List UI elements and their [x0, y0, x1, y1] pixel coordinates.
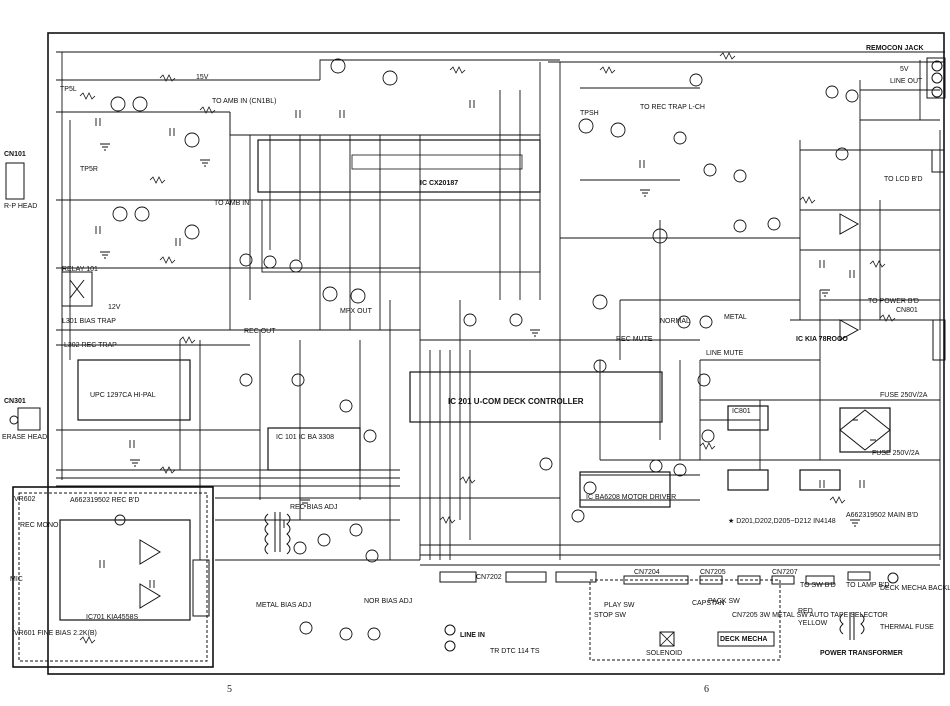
vertical-lines [61, 52, 941, 560]
rp-head-label: R-P HEAD [4, 203, 38, 210]
to-rec-trap-label: TO REC TRAP L-CH [640, 104, 705, 111]
ic201-label: IC 201 U-COM DECK CONTROLLER [448, 397, 584, 406]
mic-label: MIC [10, 576, 23, 583]
relay101-label: RELAY 101 [62, 266, 98, 273]
grounds [100, 143, 860, 527]
l302-label: L302 REC TRAP [64, 342, 117, 349]
cn7202-label: CN7202 [476, 574, 502, 581]
erase-head-label: ERASE HEAD [2, 434, 48, 441]
line-mute-label: LINE MUTE [706, 350, 744, 357]
deck-mecha-label: DECK MECHA [720, 636, 768, 643]
deck-mecha-outline [589, 579, 781, 661]
vr601-label: VR601 FINE BIAS 2.2K(B) [14, 630, 97, 637]
ic-cx20187-label: IC CX20187 [420, 180, 459, 187]
metal-label: METAL [724, 314, 747, 321]
normal-label: NORMAL [660, 318, 690, 325]
rec-mute-label: REC MUTE [616, 336, 653, 343]
connector-cn301-label: CN301 [4, 398, 26, 405]
auto-tape-selector-label: CN7205 3W METAL SW AUTO TAPE SELECTOR [732, 612, 888, 619]
magnetics [61, 271, 865, 640]
line-out-label: LINE OUT [890, 78, 923, 85]
rec-bias-adj-label: REC BIAS ADJ [290, 504, 338, 511]
tp5l-label: TP5L [60, 86, 77, 93]
to-amb-in-r-label: TO AMB IN [214, 200, 250, 207]
bridge-rectifier [839, 409, 891, 451]
ic101-label: IC 101 IC BA 3308 [276, 434, 334, 441]
tr-dtc-label: TR DTC 114 TS [490, 648, 540, 655]
nor-bias-adj-label: NOR BIAS ADJ [364, 598, 413, 605]
fuse2-label: FUSE 250V/2A [872, 450, 920, 457]
main-bd-label: A662319502 MAIN B'D [846, 512, 919, 519]
yellow-wire-label: YELLOW [798, 620, 828, 627]
resistors [79, 52, 896, 644]
to-amb-in-l-label: TO AMB IN (CN1BL) [212, 98, 277, 105]
bus-lines [56, 51, 945, 566]
page-number-right: 6 [704, 684, 709, 695]
motor-driver-label: IC BA6208 MOTOR DRIVER [586, 494, 677, 501]
line-in-label: LINE IN [460, 632, 485, 639]
op-amps [139, 213, 860, 609]
ic-blocks [59, 139, 891, 621]
to-lcd-label: TO LCD B'D [884, 176, 923, 183]
remocon-jack-label: REMOCON JACK [866, 45, 924, 52]
page-number-left: 5 [227, 684, 232, 695]
voltage-15v-label: 15V [196, 74, 209, 81]
capstan-label: CAPSTAN [692, 600, 725, 607]
ic-kia-label: IC KIA 78ROOO [796, 336, 848, 343]
to-power-label: TO POWER B'D [868, 298, 919, 305]
cn801-label: CN801 [896, 307, 918, 314]
cn7207-label: CN7207 [772, 569, 798, 576]
power-transformer-label: POWER TRANSFORMER [820, 650, 903, 657]
thermal-fuse-label: THERMAL FUSE [880, 624, 934, 631]
rec-out-label: REC OUT [244, 328, 276, 335]
deck-backlighting-label: DECK MECHA BACKLIGHTING [880, 585, 950, 592]
tpsh-label: TPSH [580, 110, 599, 117]
stop-sw-label: STOP SW [594, 612, 627, 619]
schematic-border [47, 32, 945, 675]
l301-label: L301 BIAS TRAP [62, 318, 116, 325]
cn7205-label: CN7205 [700, 569, 726, 576]
connectors [5, 57, 946, 647]
transistors [110, 58, 859, 641]
ic301-label: UPC 1297CA HI-PAL [90, 392, 156, 399]
ic701-label: IC701 KIA4558S [86, 614, 139, 621]
jacks [9, 60, 943, 652]
tp5r-label: TP5R [80, 166, 98, 173]
mpx-out-label: MPX OUT [340, 308, 372, 315]
fuse1-label: FUSE 250V/2A [880, 392, 928, 399]
rec-mono-label: REC MONO [20, 522, 59, 529]
to-lamp-bd-label: TO LAMP B'D [846, 582, 890, 589]
solenoid-label: SOLENOID [646, 650, 683, 657]
rec-bd-label: A662319502 REC B'D [70, 497, 140, 504]
diodes-note-label: ★ D201,D202,D205~D212 IN4148 [728, 518, 836, 525]
solenoid-symbol [659, 631, 675, 647]
rec-board-inner [18, 492, 208, 662]
vr602-label: VR602 [14, 496, 36, 503]
capacitors [95, 100, 865, 588]
cn7204-label: CN7204 [634, 569, 660, 576]
play-sw-label: PLAY SW [604, 602, 635, 609]
metal-bias-adj-label: METAL BIAS ADJ [256, 602, 312, 609]
rec-board-outline [12, 486, 214, 668]
ic801-label: IC801 [732, 408, 751, 415]
voltage-12v-label: 12V [108, 304, 121, 311]
connector-cn101-label: CN101 [4, 151, 26, 158]
red-wire-label: RED [798, 608, 813, 615]
voltage-5v-label: 5V [900, 66, 909, 73]
to-sw-bd-label: TO SW B'D [800, 582, 836, 589]
pack-sw-label: PACK SW [708, 598, 740, 605]
